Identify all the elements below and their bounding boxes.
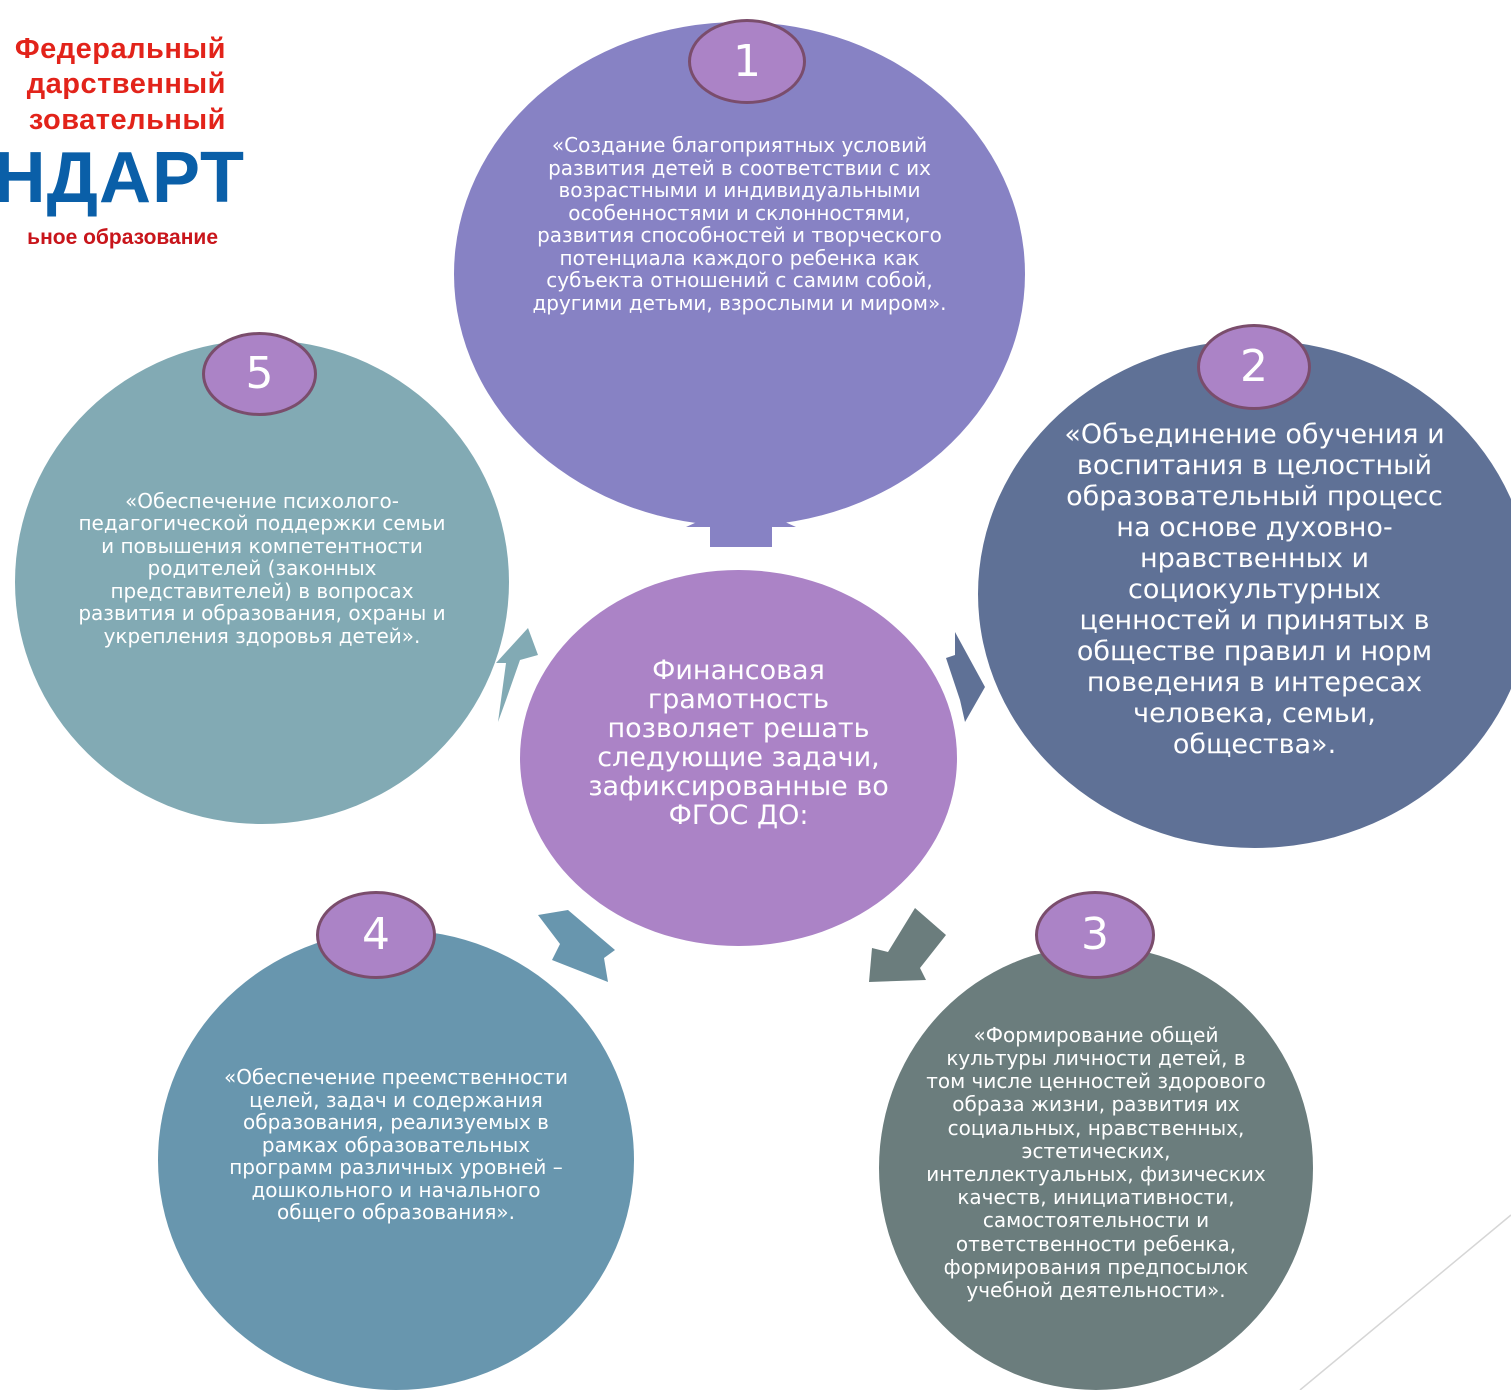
arrow-to-task-4 bbox=[538, 910, 615, 982]
task-circle-1: «Создание благоприятных условий развития… bbox=[454, 22, 1025, 526]
arrow-to-task-5 bbox=[496, 628, 538, 722]
task-1-number-badge: 1 bbox=[688, 19, 806, 104]
logo-line-federal: Федеральный bbox=[14, 33, 226, 65]
arrow-to-task-3 bbox=[869, 908, 946, 982]
task-2-text: «Объединение обучения и воспитания в цел… bbox=[1064, 418, 1445, 760]
task-3-text: «Формирование общей культуры личности де… bbox=[926, 1022, 1266, 1303]
task-circle-4: «Обеспечение преемственности целей, зада… bbox=[158, 930, 634, 1390]
task-5-number-badge: 5 bbox=[202, 332, 317, 416]
center-text: Финансовая грамотность позволяет решать … bbox=[588, 655, 889, 831]
task-1-text: «Создание благоприятных условий развития… bbox=[532, 133, 947, 315]
arrow-to-task-2 bbox=[946, 632, 985, 722]
task-3-number-badge: 3 bbox=[1035, 891, 1155, 979]
task-circle-2: «Объединение обучения и воспитания в цел… bbox=[978, 340, 1511, 848]
task-circle-5: «Обеспечение психолого-педагогической по… bbox=[15, 340, 509, 824]
logo-line-education-level: ьное образование bbox=[27, 226, 218, 249]
task-4-number-badge: 4 bbox=[316, 891, 436, 979]
task-4-text: «Обеспечение преемственности целей, зада… bbox=[223, 1065, 569, 1225]
logo-line-standard: НДАРТ bbox=[0, 138, 245, 218]
logo-line-state: дарственный bbox=[26, 68, 226, 100]
decorative-diagonal-line bbox=[1299, 1214, 1511, 1390]
center-circle: Финансовая грамотность позволяет решать … bbox=[520, 570, 957, 946]
logo-line-educational: зовательный bbox=[28, 104, 226, 136]
task-5-text: «Обеспечение психолого-педагогической по… bbox=[78, 488, 446, 648]
task-2-number-badge: 2 bbox=[1197, 324, 1311, 410]
fgos-logo: Федеральный дарственный зовательный НДАР… bbox=[0, 0, 260, 260]
task-circle-3: «Формирование общей культуры личности де… bbox=[879, 946, 1313, 1390]
